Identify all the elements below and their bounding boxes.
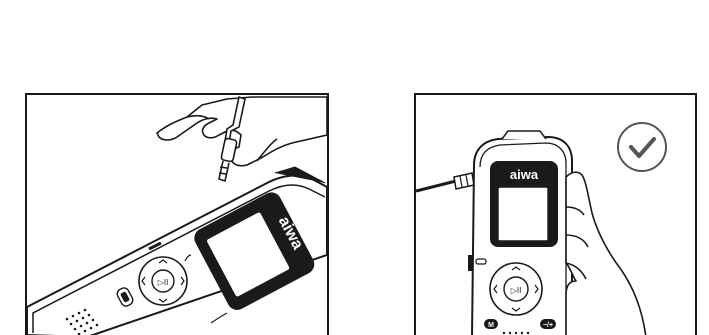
check-icon: [618, 123, 666, 171]
dpad-icon: ▷II: [490, 263, 542, 315]
svg-text:M: M: [488, 322, 494, 329]
illustration-panel-insert-plug: aiwa ▷II: [25, 93, 329, 335]
recorder-plug-illustration: aiwa ▷II: [27, 95, 327, 335]
recorder-device: aiwa ▷II M −/+: [468, 131, 572, 335]
svg-text:−/+: −/+: [543, 322, 553, 329]
brand-logo: aiwa: [510, 167, 539, 182]
menu-button: M: [484, 319, 498, 329]
illustration-panel-plug-inserted: aiwa ▷II M −/+: [414, 93, 697, 335]
dpad-icon: ▷II: [139, 257, 187, 305]
play-pause-label: ▷II: [511, 286, 522, 295]
recorder-hand-illustration: aiwa ▷II M −/+: [416, 95, 695, 335]
hand-icon: [566, 172, 646, 335]
cable-icon: [416, 173, 474, 191]
play-pause-label: ▷II: [158, 278, 169, 287]
volume-button: −/+: [540, 319, 556, 329]
device-screen: [498, 187, 548, 241]
recorder-device: aiwa ▷II: [27, 167, 327, 335]
